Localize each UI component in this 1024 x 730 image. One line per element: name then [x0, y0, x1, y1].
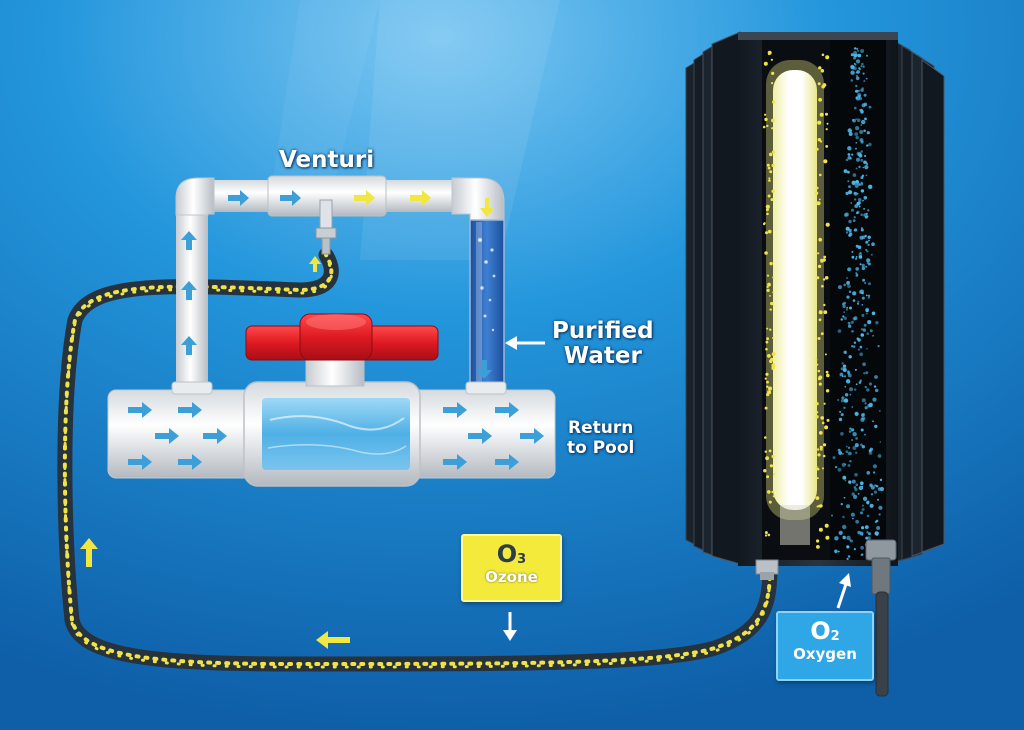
purified-water-line2: Water	[563, 343, 642, 369]
oxygen-box: O2 Oxygen	[776, 611, 874, 681]
purified-water-label: Purified Water	[552, 319, 654, 369]
ozone-formula: O3	[496, 540, 527, 568]
return-to-pool-line2: to Pool	[567, 438, 635, 458]
return-to-pool-label: Return to Pool	[567, 418, 634, 458]
purified-water-line1: Purified	[552, 318, 654, 344]
venturi-label: Venturi	[279, 147, 375, 173]
oxygen-formula: O2	[810, 617, 840, 645]
ozone-box: O3 Ozone	[461, 534, 562, 602]
ozone-name: Ozone	[485, 568, 538, 586]
uv-lamp-icon	[773, 70, 817, 510]
return-to-pool-line1: Return	[568, 418, 634, 438]
oxygen-name: Oxygen	[793, 645, 857, 663]
